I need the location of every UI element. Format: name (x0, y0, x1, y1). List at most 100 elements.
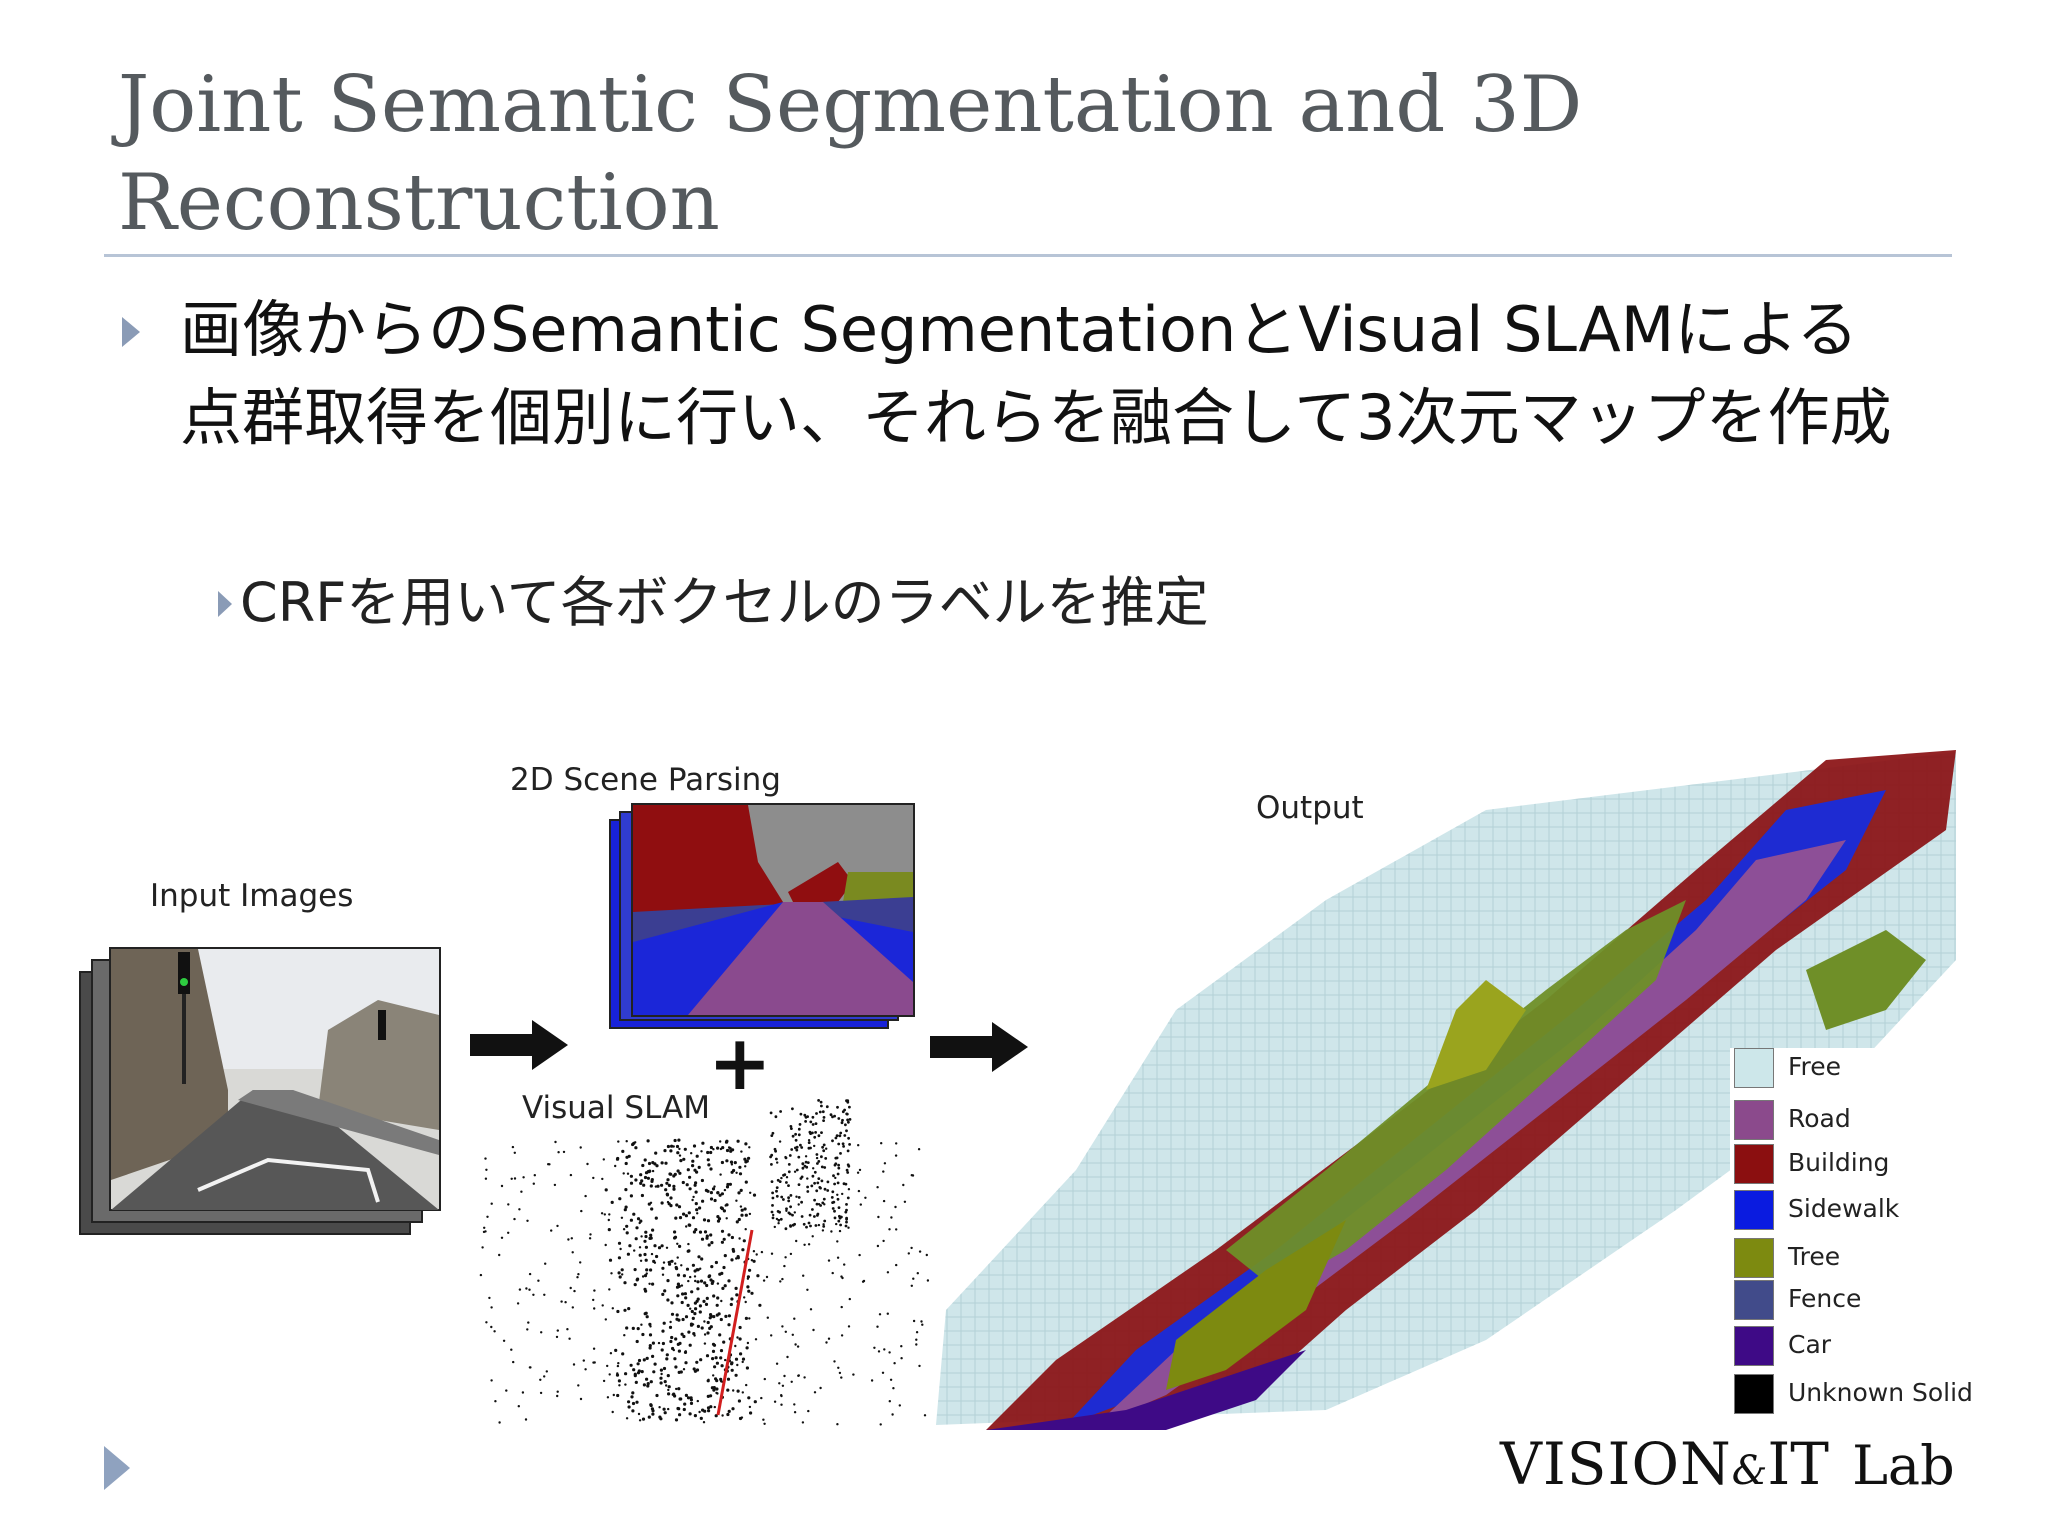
slam-point (719, 1140, 722, 1143)
slam-point (822, 1223, 825, 1226)
slam-point (775, 1189, 778, 1193)
slam-point (811, 1235, 814, 1238)
slam-point (695, 1154, 699, 1158)
slam-point (686, 1396, 691, 1400)
slam-point (803, 1376, 806, 1379)
slam-point (894, 1154, 898, 1157)
slam-point (635, 1339, 639, 1344)
slam-point (494, 1400, 497, 1403)
slam-point (704, 1302, 709, 1306)
slam-point (727, 1279, 731, 1283)
slam-point (689, 1307, 692, 1310)
slam-point (651, 1282, 655, 1286)
slam-point (731, 1247, 735, 1252)
slam-point (714, 1356, 718, 1360)
slam-point (809, 1120, 813, 1124)
slam-point (710, 1265, 714, 1269)
slam-point (877, 1350, 881, 1353)
slam-point (791, 1107, 794, 1111)
arrow-right-icon (930, 1022, 1028, 1072)
slam-point (675, 1313, 679, 1317)
slam-point (915, 1343, 918, 1346)
slam-point (793, 1411, 797, 1414)
slam-point (787, 1163, 791, 1166)
slam-point (678, 1244, 682, 1248)
slam-point (686, 1249, 690, 1253)
slam-point (719, 1317, 723, 1322)
slam-point (676, 1256, 679, 1259)
slam-point (744, 1316, 748, 1320)
slam-point (669, 1196, 673, 1200)
slam-point (603, 1213, 606, 1216)
slam-point (644, 1171, 649, 1175)
slam-point (689, 1275, 692, 1279)
slide-title: Joint Semantic Segmentation and 3D Recon… (118, 60, 1583, 248)
slam-point (691, 1198, 694, 1202)
slam-point (617, 1256, 621, 1260)
slam-point (843, 1134, 847, 1137)
slam-point (629, 1218, 633, 1222)
slam-point (719, 1173, 722, 1176)
slam-point (642, 1383, 646, 1387)
slam-point (856, 1171, 860, 1174)
slam-point (566, 1328, 569, 1331)
slam-point (625, 1140, 628, 1143)
slam-point (694, 1202, 698, 1206)
slam-point (734, 1357, 739, 1361)
slam-point (507, 1231, 510, 1234)
slam-point (830, 1196, 834, 1199)
slam-point (797, 1127, 801, 1131)
slam-point (712, 1294, 716, 1298)
slam-point (618, 1197, 622, 1201)
slam-point (718, 1333, 722, 1337)
slam-point (841, 1142, 845, 1146)
slam-point (720, 1364, 724, 1368)
slam-point (608, 1213, 611, 1216)
slam-point (645, 1356, 649, 1360)
slam-point (823, 1219, 827, 1223)
slam-point (712, 1315, 716, 1319)
slam-point (800, 1200, 803, 1204)
plus-sign: + (708, 1018, 772, 1107)
slam-point (633, 1374, 637, 1378)
slam-point (592, 1298, 595, 1302)
slam-point (709, 1197, 714, 1201)
slam-point (616, 1393, 620, 1398)
slam-point (640, 1235, 643, 1238)
slam-point (795, 1148, 799, 1152)
slam-point (649, 1403, 653, 1408)
slam-point (695, 1208, 699, 1212)
next-slide-arrow-icon[interactable] (104, 1446, 130, 1490)
slam-point (781, 1325, 784, 1328)
slam-point (691, 1159, 695, 1163)
slam-point (690, 1309, 694, 1314)
slam-point (771, 1204, 774, 1207)
slam-point (650, 1407, 654, 1411)
slam-point (744, 1213, 748, 1217)
slam-point (857, 1189, 861, 1193)
slam-point (859, 1203, 862, 1206)
slam-point (702, 1421, 706, 1424)
slam-point (822, 1197, 826, 1201)
slam-point (670, 1259, 674, 1263)
slam-point (886, 1312, 889, 1315)
slam-point (680, 1300, 684, 1305)
slam-point (678, 1341, 682, 1345)
slam-point (743, 1157, 747, 1161)
slam-point (807, 1221, 811, 1225)
slam-point (789, 1224, 792, 1227)
slam-point (789, 1252, 793, 1256)
slam-point (817, 1177, 821, 1180)
slam-point (806, 1161, 810, 1164)
slam-point (638, 1253, 642, 1257)
slam-point (817, 1134, 821, 1138)
slam-point (712, 1148, 715, 1151)
slam-point (700, 1257, 704, 1261)
slam-point (540, 1331, 543, 1334)
slam-point (720, 1299, 723, 1303)
slam-point (819, 1100, 823, 1104)
slam-point (709, 1233, 713, 1237)
slam-point (610, 1272, 613, 1275)
slam-point (683, 1147, 687, 1151)
slam-point (832, 1200, 836, 1204)
